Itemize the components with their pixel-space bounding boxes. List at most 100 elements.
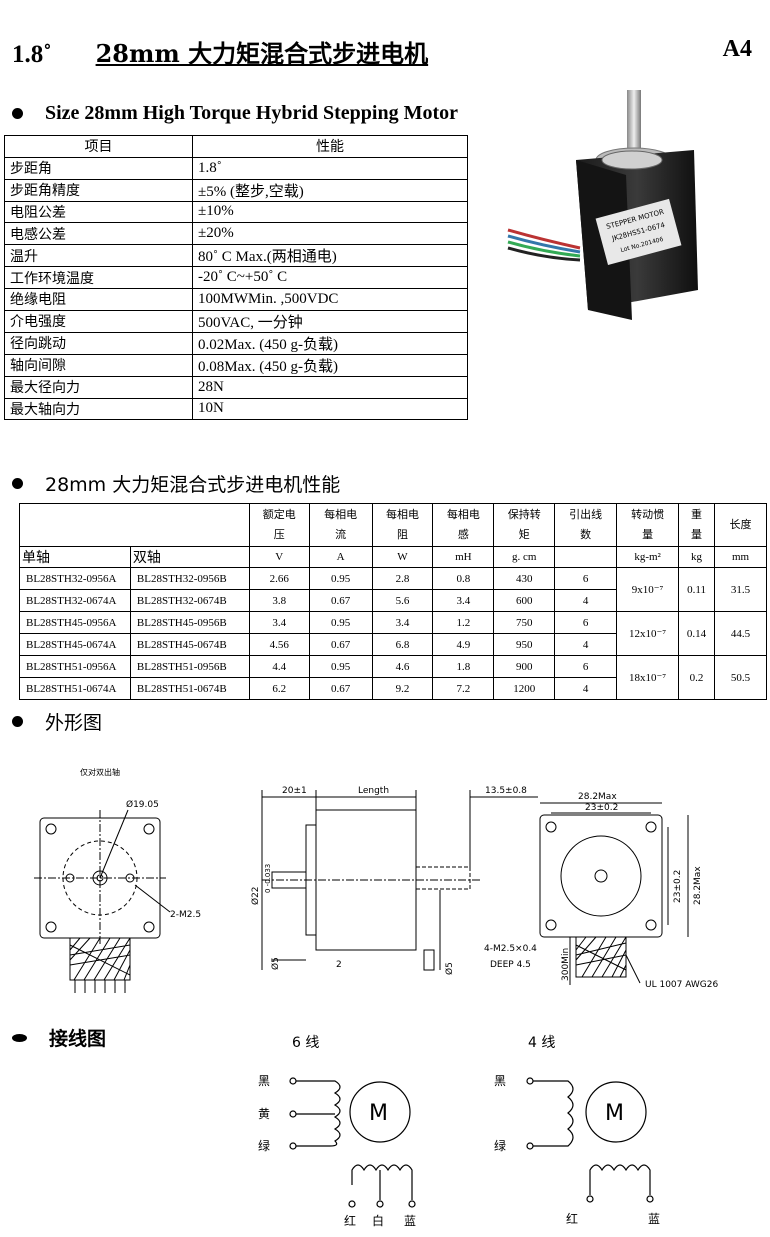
perf-unit-cell: V bbox=[248, 546, 310, 568]
perf-cell: 0.67 bbox=[308, 677, 373, 700]
perf-cell: 3.4 bbox=[371, 611, 434, 634]
spec-value: ±10% bbox=[192, 200, 468, 224]
perf-cell: 750 bbox=[493, 611, 556, 634]
spec-value: 1.8˚ bbox=[192, 156, 468, 180]
dim-23-label: 23±0.2 bbox=[585, 803, 618, 813]
deep-note: DEEP 4.5 bbox=[490, 960, 531, 970]
perf-header-cell: 转动惯量 bbox=[616, 503, 680, 547]
dim-22-tol: 0 -0.033 bbox=[264, 864, 272, 893]
perf-length: 50.5 bbox=[714, 655, 767, 700]
perf-cell: 4.6 bbox=[371, 655, 434, 678]
bullet-icon bbox=[12, 478, 23, 489]
perf-cell: 5.6 bbox=[371, 589, 434, 612]
perf-header-line: 数 bbox=[580, 528, 592, 541]
perf-unit-cell: kg-m² bbox=[616, 546, 680, 568]
dim-2-label: 2 bbox=[336, 960, 342, 970]
spec-value: 10N bbox=[192, 397, 468, 421]
spec-key: 步距角 bbox=[4, 156, 193, 180]
spec-value: 80˚ C Max.(两相通电) bbox=[192, 244, 468, 268]
spec-value: -20˚ C~+50˚ C bbox=[192, 266, 468, 289]
perf-cell: 430 bbox=[493, 567, 556, 590]
perf-cell: BL28STH51-0956B bbox=[129, 655, 250, 678]
perf-cell: 0.67 bbox=[308, 633, 373, 656]
perf-cell: 1200 bbox=[493, 677, 556, 700]
spec-key: 最大轴向力 bbox=[4, 397, 193, 421]
spec-key: 电感公差 bbox=[4, 222, 193, 246]
perf-cell: 4 bbox=[554, 589, 618, 612]
perf-cell: BL28STH45-0674B bbox=[129, 633, 250, 656]
wire-black-4: 黑 bbox=[494, 1074, 506, 1088]
outline-drawing: 仅对双出轴 Ø19.05 2-M2.5 20±1 Length 13 bbox=[34, 767, 718, 993]
bullet-icon bbox=[12, 108, 23, 119]
spec-key: 介电强度 bbox=[4, 309, 193, 333]
four-wire-label: 4 线 bbox=[528, 1035, 555, 1051]
spec-value: 500VAC, 一分钟 bbox=[192, 309, 468, 333]
wire-green-4: 绿 bbox=[494, 1138, 506, 1153]
perf-table: 额定电压每相电流每相电阻每相电感保持转矩引出线数转动惯量重量长度 单轴 双轴 V… bbox=[19, 503, 767, 700]
perf-header-cell: 每相电流 bbox=[308, 503, 373, 547]
wiring-diagram: 6 线 M 黑 黄 绿 红 白 蓝 4 线 M 黑 绿 红 蓝 bbox=[258, 1035, 660, 1228]
perf-header-cell: 保持转矩 bbox=[493, 503, 556, 547]
spec-value: ±20% bbox=[192, 222, 468, 246]
wire-red-4: 红 bbox=[566, 1211, 578, 1226]
perf-header-line: 流 bbox=[335, 528, 347, 541]
perf-header-line: 感 bbox=[457, 528, 469, 541]
spec-key: 电阻公差 bbox=[4, 200, 193, 224]
spec-key: 温升 bbox=[4, 244, 193, 268]
title-text: 28mm 大力矩混合式步进电机 bbox=[95, 39, 429, 68]
perf-length: 44.5 bbox=[714, 611, 767, 656]
double-shaft-note: 仅对双出轴 bbox=[80, 767, 120, 777]
perf-inertia: 18x10⁻⁷ bbox=[616, 655, 680, 700]
spec-key: 轴向间隙 bbox=[4, 353, 193, 377]
perf-header-cell: 每相电感 bbox=[432, 503, 495, 547]
perf-cell: 7.2 bbox=[432, 677, 495, 700]
perf-cell: 4.56 bbox=[248, 633, 310, 656]
spec-value: ±5% (整步,空载) bbox=[192, 178, 468, 202]
step-angle: 1.8˚ bbox=[12, 41, 52, 68]
perf-cell: 0.8 bbox=[432, 567, 495, 590]
spec-key: 绝缘电阻 bbox=[4, 287, 193, 311]
perf-header-line: 转动惯 bbox=[631, 508, 665, 521]
perf-header-line: 额定电 bbox=[262, 508, 296, 521]
perf-cell: 0.95 bbox=[308, 655, 373, 678]
dim-length-label: Length bbox=[358, 786, 389, 796]
perf-cell: 6 bbox=[554, 567, 618, 590]
perf-cell: 2.8 bbox=[371, 567, 434, 590]
perf-cell: 6 bbox=[554, 611, 618, 634]
shaft-icon bbox=[627, 90, 641, 160]
screw-note: 2-M2.5 bbox=[170, 910, 201, 920]
perf-header-line: 长度 bbox=[729, 518, 752, 531]
perf-cell: 4.4 bbox=[248, 655, 310, 678]
circle-dia-label: Ø19.05 bbox=[126, 799, 159, 810]
thread-note: 4-M2.5×0.4 bbox=[484, 944, 537, 954]
page-code: A4 bbox=[722, 36, 752, 62]
wire-green-6: 绿 bbox=[258, 1138, 270, 1153]
perf-cell: BL28STH51-0674B bbox=[129, 677, 250, 700]
perf-cell: 0.95 bbox=[308, 567, 373, 590]
perf-header-line: 量 bbox=[691, 528, 703, 541]
perf-cell: 1.2 bbox=[432, 611, 495, 634]
perf-header-line: 每相电 bbox=[446, 508, 480, 521]
spec-header-item: 项目 bbox=[4, 135, 193, 158]
perf-cell: 4 bbox=[554, 633, 618, 656]
perf-cell: BL28STH32-0956B bbox=[129, 567, 250, 590]
perf-cell: 6.2 bbox=[248, 677, 310, 700]
motor-m-label-6: M bbox=[369, 1101, 388, 1126]
dim-20-label: 20±1 bbox=[282, 786, 307, 796]
perf-cell: 0.95 bbox=[308, 611, 373, 634]
wire-red-6: 红 bbox=[344, 1213, 356, 1228]
wire-black-6: 黑 bbox=[258, 1074, 270, 1088]
perf-header-line: 引出线 bbox=[569, 508, 603, 521]
perf-unit-cell: mm bbox=[714, 546, 767, 568]
perf-cell: 600 bbox=[493, 589, 556, 612]
spec-header-perf: 性能 bbox=[192, 135, 468, 158]
perf-header-blank bbox=[19, 503, 250, 547]
wire-blue-6: 蓝 bbox=[404, 1214, 416, 1228]
perf-header-line: 保持转 bbox=[507, 508, 541, 521]
